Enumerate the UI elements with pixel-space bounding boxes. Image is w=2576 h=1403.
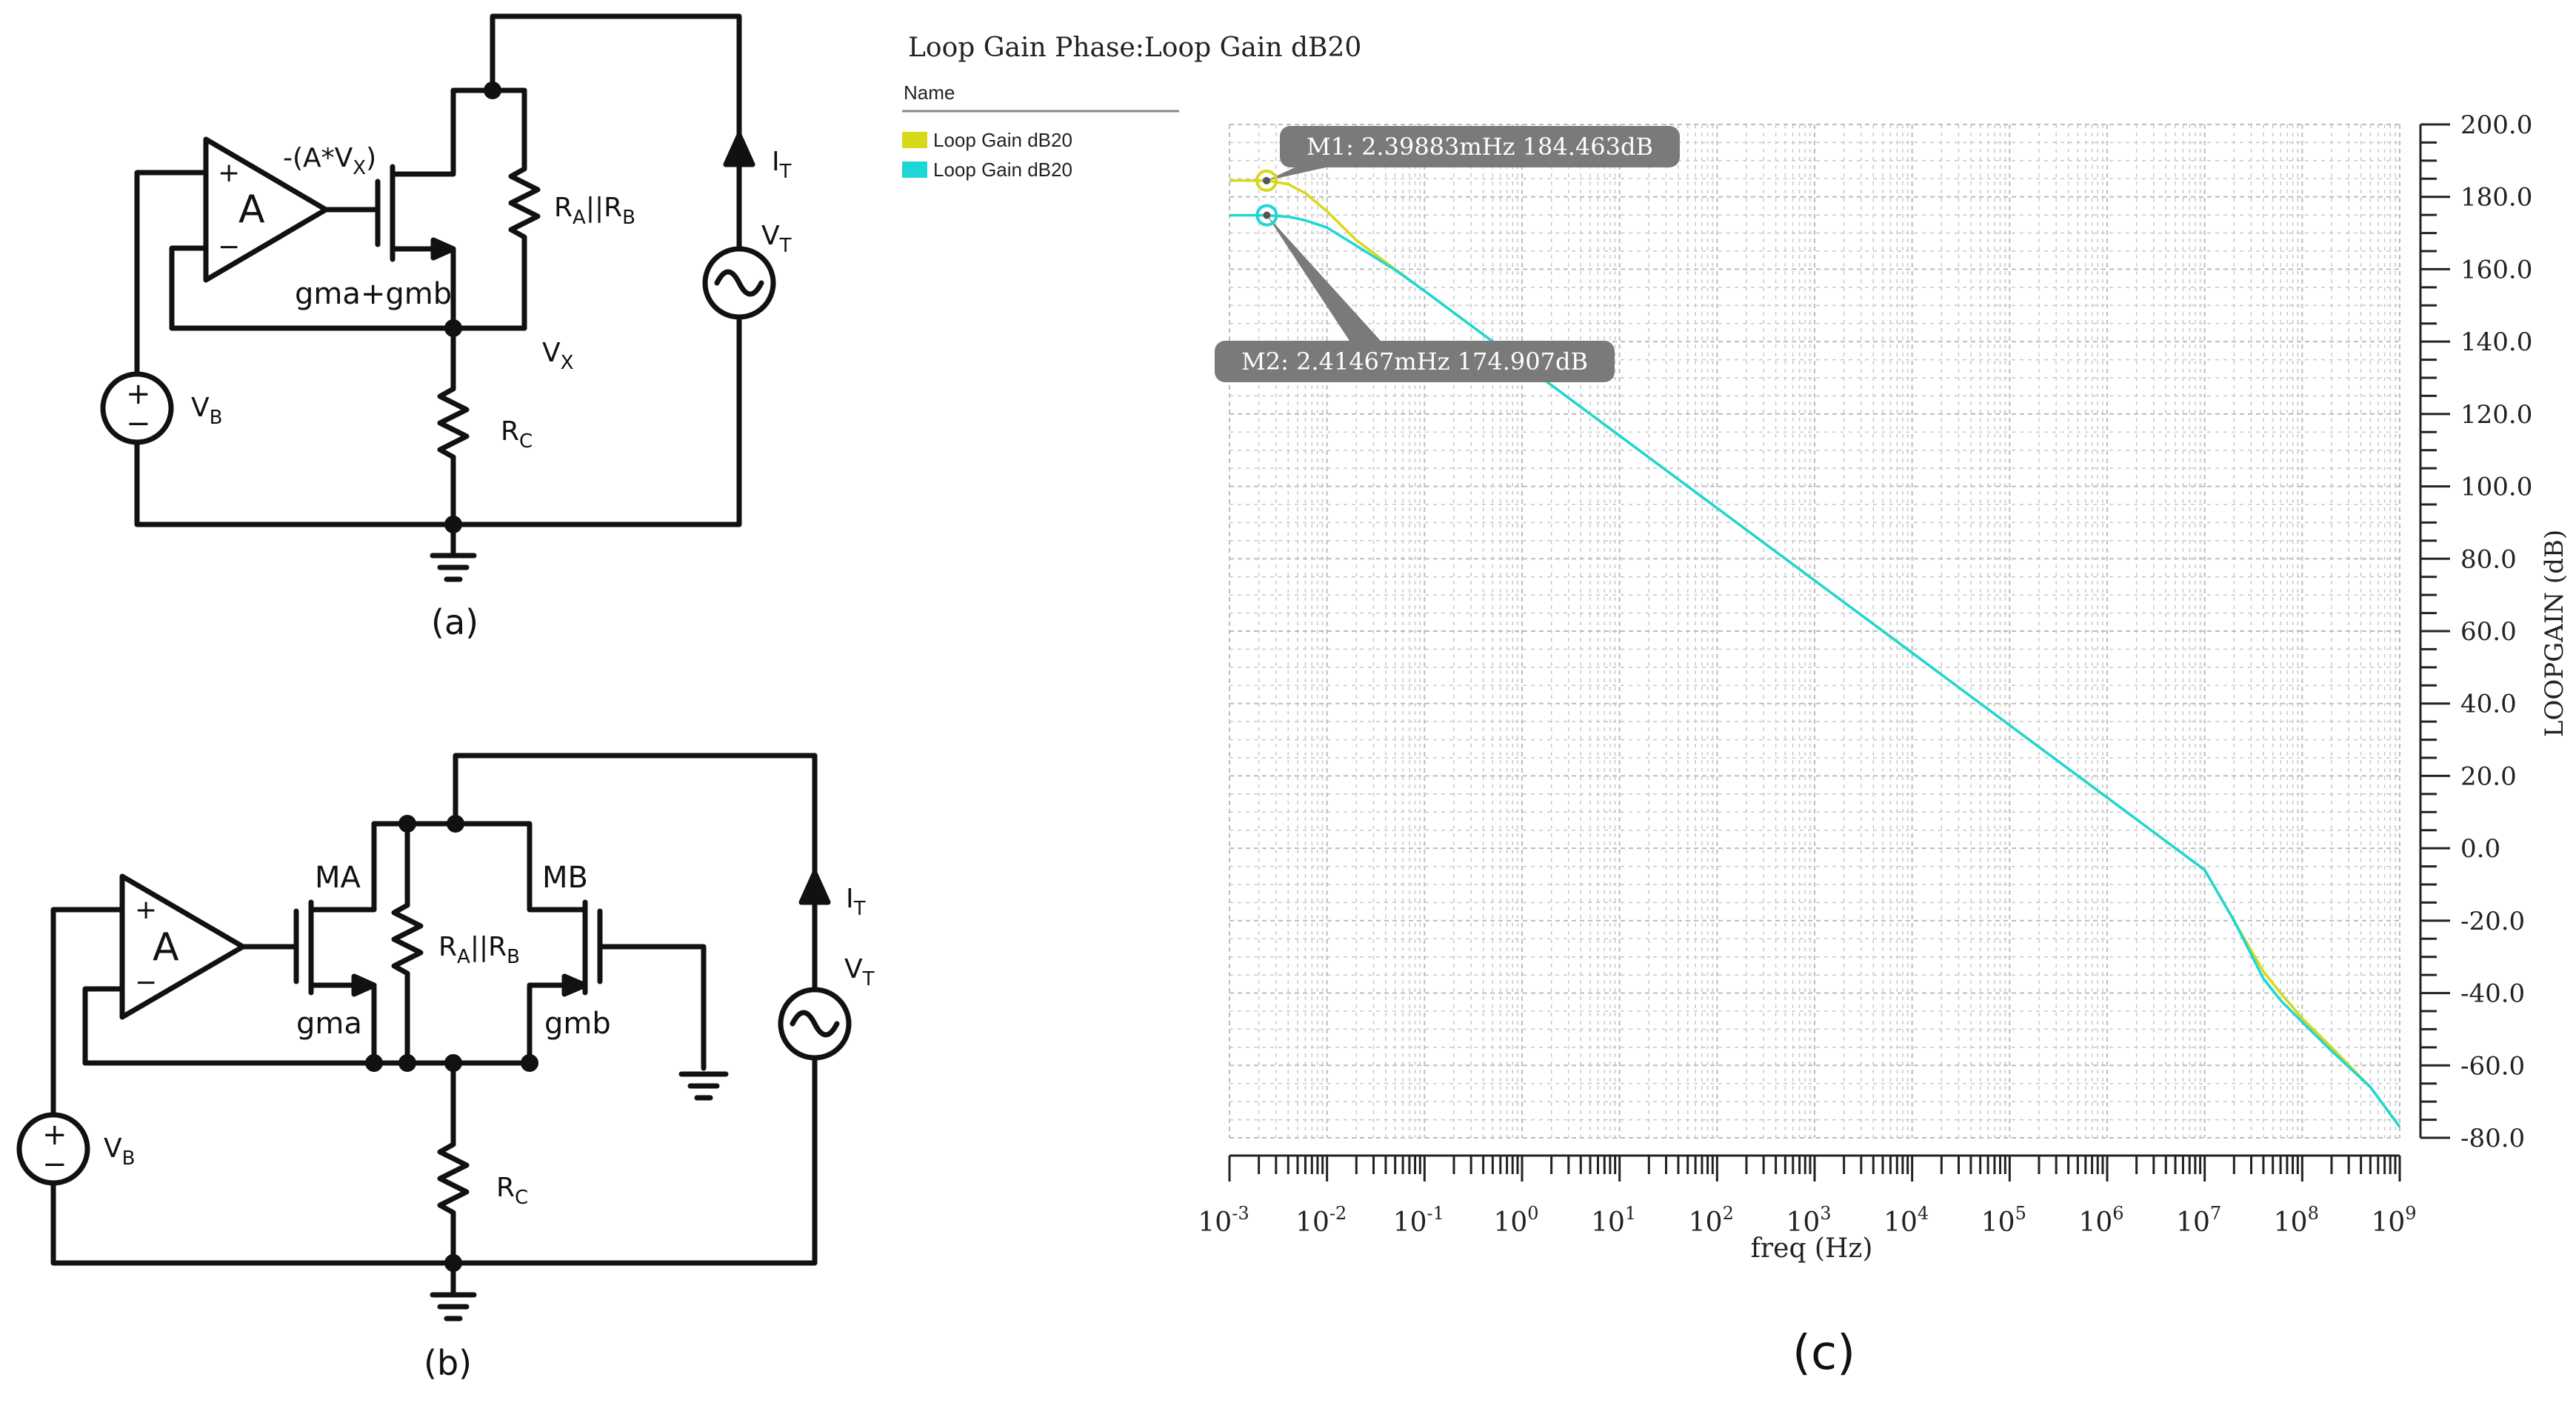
x-tick-label: 108	[2274, 1203, 2319, 1238]
legend-swatch-2	[902, 161, 927, 178]
opamp-b-label: A	[153, 925, 179, 970]
opamp-a-minus: −	[218, 232, 240, 262]
vt-label-a: VT	[761, 221, 792, 257]
x-tick-label: 10-1	[1393, 1203, 1444, 1238]
y-tick-label: 120.0	[2460, 400, 2532, 430]
plot-grid	[1229, 124, 2400, 1139]
marker-label-1: M1: 2.39883mHz 184.463dB	[1307, 133, 1653, 161]
vt-label-b: VT	[844, 954, 875, 990]
x-tick-label: 10-2	[1295, 1203, 1347, 1238]
y-tick-label: 180.0	[2460, 183, 2532, 213]
plot-panel: Loop Gain Phase:Loop Gain dB20 Name Loop…	[902, 33, 2569, 1381]
plot-series	[1229, 179, 2401, 1128]
opamp-b	[119, 873, 246, 1020]
x-tick-label: 106	[2078, 1203, 2123, 1238]
gma-label: gma	[296, 1007, 362, 1041]
caption-b: (b)	[424, 1343, 472, 1383]
source-vt-b	[778, 987, 852, 1061]
y-tick-label: -60.0	[2460, 1051, 2525, 1081]
resistor-rc-a: RC	[501, 416, 533, 453]
y-tick-label: 20.0	[2460, 762, 2517, 791]
y-tick-label: 140.0	[2460, 327, 2532, 357]
plot-axes: 10-3 10-2 10-1 100 101 102 103 104 105 106 107 108 1…	[1198, 110, 2532, 1238]
vb-label-b: VB	[104, 1133, 135, 1170]
opamp-a	[203, 136, 329, 283]
ma-label: MA	[315, 861, 361, 895]
x-tick-label: 103	[1786, 1203, 1831, 1238]
vb-b-plus: +	[42, 1118, 67, 1152]
opamp-b-plus: +	[135, 895, 157, 925]
y-tick-label: 60.0	[2460, 617, 2517, 647]
y-tick-label: 0.0	[2460, 834, 2500, 864]
marker-pointer-1	[1267, 167, 1326, 181]
vb-label-a: VB	[191, 393, 222, 429]
y-tick-label: 100.0	[2460, 473, 2532, 502]
node-vx-a: VX	[542, 338, 573, 374]
x-tick-label: 107	[2176, 1203, 2221, 1238]
it-label-b: IT	[846, 884, 866, 920]
marker-ring-1	[1255, 169, 1278, 192]
series-line-2	[1229, 213, 2401, 1128]
marker-dot-1	[1263, 176, 1271, 184]
x-tick-label: 102	[1689, 1203, 1734, 1238]
opamp-a-label: A	[238, 187, 265, 232]
legend-label-1: Loop Gain dB20	[933, 129, 1072, 151]
y-tick-label: 160.0	[2460, 255, 2532, 284]
x-tick-label: 105	[1981, 1203, 2026, 1238]
y-tick-label: -20.0	[2460, 907, 2525, 936]
gmb-label: gmb	[544, 1007, 611, 1041]
x-tick-label: 101	[1591, 1203, 1636, 1238]
source-vt-a	[702, 246, 776, 320]
vb-a-plus: +	[126, 377, 151, 411]
legend-header: Name	[904, 81, 955, 104]
circuit-b: A + − + −	[16, 753, 875, 1383]
y-tick-label: -80.0	[2460, 1124, 2525, 1153]
vb-a-minus: −	[126, 407, 151, 441]
y-axis-label: LOOPGAIN (dB)	[2540, 530, 2569, 737]
mosfet-label-a: gma+gmb	[295, 277, 452, 311]
x-tick-label: 109	[2371, 1203, 2416, 1238]
marker-box-1	[1280, 126, 1680, 167]
resistor-rarb-a: RA||RB	[554, 193, 635, 229]
marker-ring-2	[1255, 204, 1278, 227]
marker-box-2	[1215, 341, 1615, 382]
x-tick-label: 100	[1493, 1203, 1538, 1238]
plot-markers: M1: 2.39883mHz 184.463dB M2: 2.41467mHz 1…	[1215, 126, 1680, 382]
vb-b-minus: −	[42, 1147, 67, 1182]
y-tick-label: -40.0	[2460, 979, 2525, 1009]
gate-label-a: -(A*VX)	[283, 143, 376, 179]
legend-label-2: Loop Gain dB20	[933, 159, 1072, 181]
caption-a: (a)	[431, 602, 478, 642]
it-label-a: IT	[772, 147, 792, 183]
opamp-b-minus: −	[135, 967, 157, 998]
x-tick-label: 104	[1883, 1203, 1929, 1238]
x-tick-label: 10-3	[1198, 1203, 1249, 1238]
marker-dot-2	[1263, 211, 1271, 219]
y-tick-label: 200.0	[2460, 110, 2532, 140]
mb-label: MB	[542, 861, 588, 895]
circuit-a: A + − + −	[100, 13, 792, 642]
y-tick-label: 40.0	[2460, 690, 2517, 719]
marker-pointer-2	[1267, 215, 1381, 341]
y-tick-label: 80.0	[2460, 544, 2517, 574]
resistor-rarb-b: RA||RB	[438, 932, 520, 968]
x-axis-label: freq (Hz)	[1751, 1233, 1873, 1264]
marker-label-2: M2: 2.41467mHz 174.907dB	[1241, 347, 1588, 376]
opamp-a-plus: +	[218, 158, 240, 188]
legend-swatch-1	[902, 132, 927, 148]
caption-c: (c)	[1792, 1326, 1855, 1381]
resistor-rc-b: RC	[496, 1173, 528, 1209]
plot-title: Loop Gain Phase:Loop Gain dB20	[908, 33, 1361, 63]
